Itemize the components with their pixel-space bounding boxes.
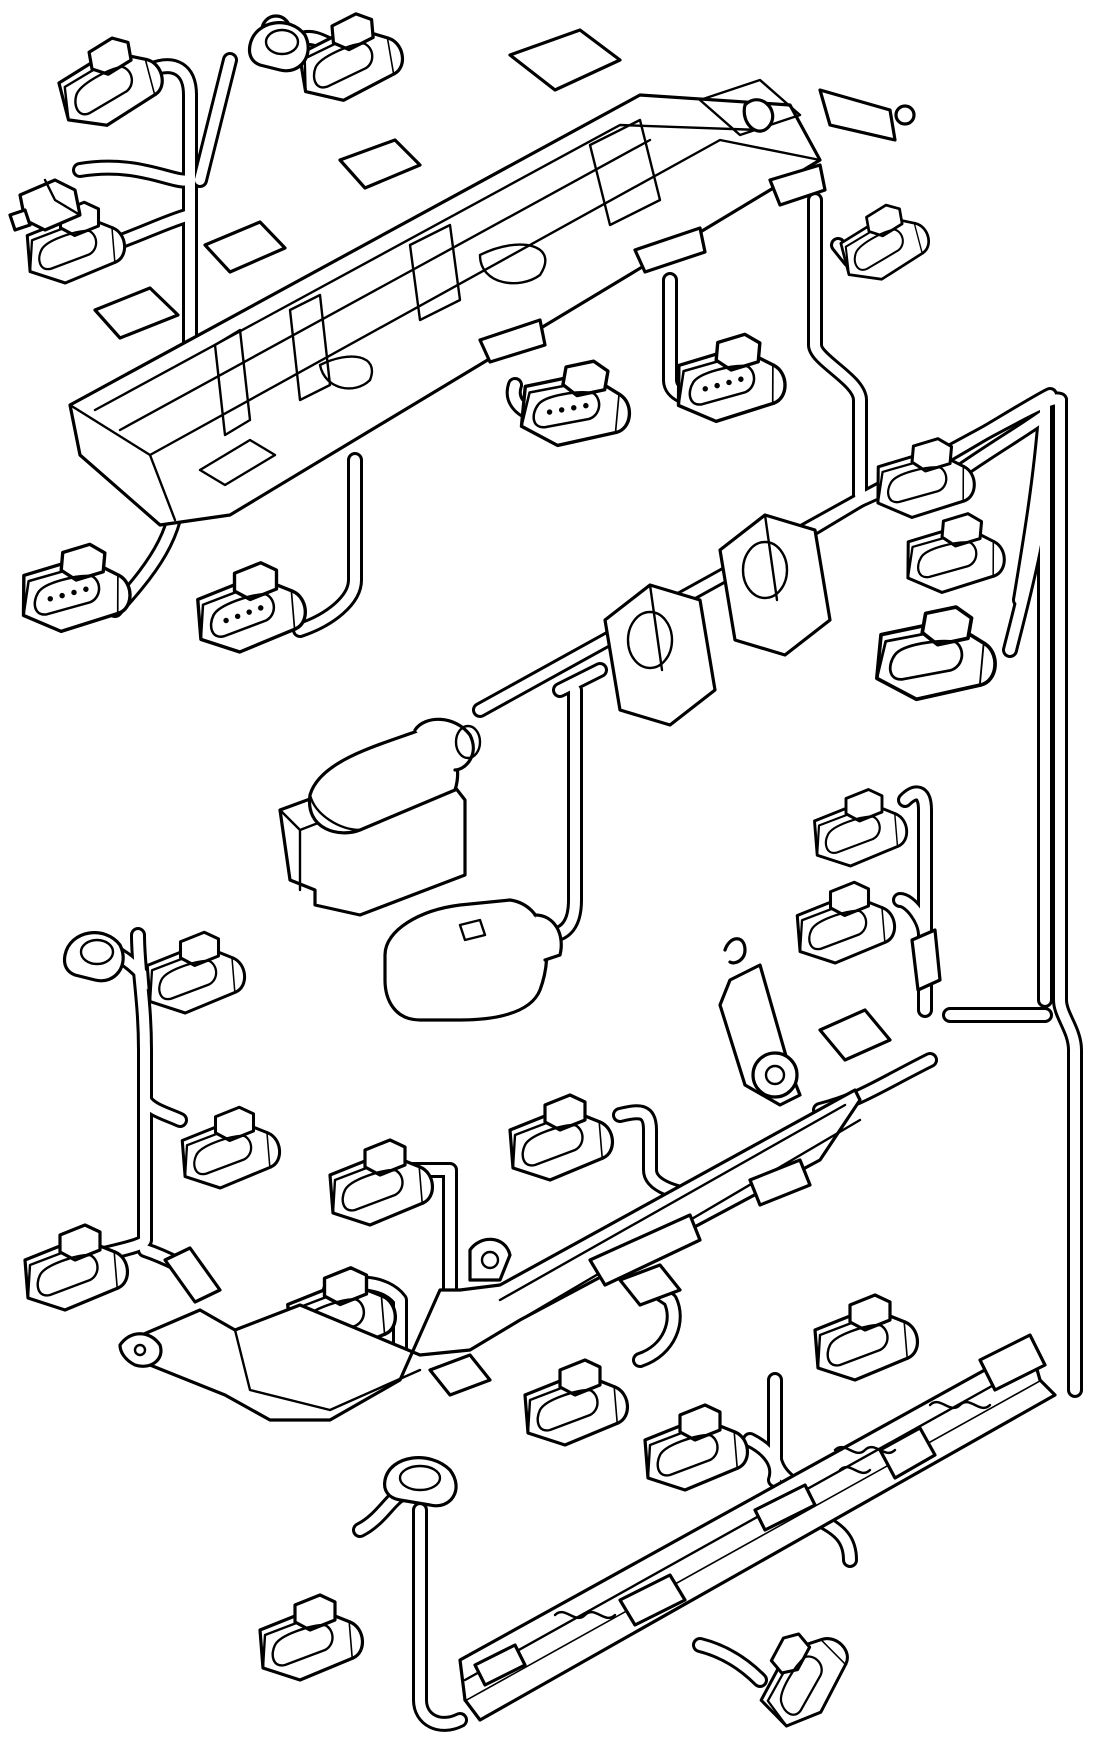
plug-connector-icon: [258, 1593, 364, 1682]
plug-connector-icon: [57, 36, 164, 127]
clamp-2: [718, 513, 832, 657]
wire-segment-inner: [900, 788, 930, 1015]
plug-connector-icon: [196, 561, 307, 654]
wire-segment-inner: [140, 1095, 185, 1125]
plug-connector-icon: [876, 437, 976, 519]
plug-connector-icon: [676, 332, 787, 424]
harness-clamps: [603, 513, 832, 727]
relay-module: [278, 717, 482, 917]
lower-engine-bracket: [118, 937, 892, 1422]
wire-segment-inner: [545, 685, 580, 940]
connectors-group: [21, 12, 1006, 1728]
plug-connector-icon: [508, 1093, 614, 1182]
plug-connector-icon: [519, 359, 632, 448]
plug-connector-icon: [328, 1138, 434, 1227]
plug-connector-icon: [21, 542, 132, 634]
plug-connector-icon: [297, 12, 405, 102]
wire-segment-inner: [75, 162, 195, 186]
wire-segment-inner: [895, 895, 930, 940]
plug-connector-icon: [145, 930, 247, 1015]
plug-connector-icon: [813, 1293, 919, 1382]
wire-segment-inner: [95, 930, 150, 1260]
oval-plug-module: [383, 898, 563, 1022]
plug-connector-icon: [759, 1632, 849, 1728]
plug-connector-icon: [643, 1403, 749, 1492]
plug-connector-icon: [180, 1105, 282, 1190]
right-wire-clip: [910, 928, 942, 992]
wire-segment-inner: [555, 665, 605, 695]
wire-segment: [412, 1502, 468, 1732]
wire-segment-inner: [1005, 445, 1050, 655]
wire-segment-inner: [810, 195, 865, 500]
inline-sensor: [8, 178, 82, 232]
wire-segment-inner: [415, 1505, 465, 1729]
wire-segment-inner: [195, 55, 235, 185]
plug-connector-icon: [795, 880, 897, 965]
wire-segment-inner: [1055, 395, 1080, 1395]
plug-connector-icon: [839, 203, 931, 281]
fuel-rail-channel: [382, 1333, 1057, 1722]
plug-connector-icon: [813, 788, 909, 868]
grommets: [62, 21, 310, 983]
intake-manifold-bracket: [68, 14, 916, 527]
wire-segment-inner: [635, 1275, 679, 1365]
clamp-1: [603, 583, 717, 727]
plug-connector-icon: [25, 200, 127, 285]
plug-connector-icon: [906, 512, 1006, 594]
plug-connector-icon: [23, 1223, 129, 1312]
wire-segment-inner: [695, 1640, 765, 1685]
wire-segment-inner: [295, 455, 360, 635]
plug-connector-icon: [875, 605, 997, 702]
plug-connector-icon: [523, 1358, 629, 1447]
wire-segment-inner: [745, 1435, 782, 1485]
